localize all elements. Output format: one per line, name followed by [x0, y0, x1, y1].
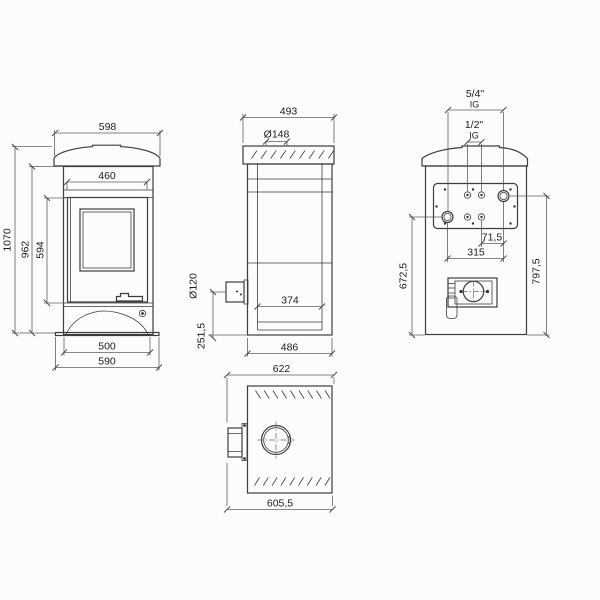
back-dim-left-height: 672,5 [398, 263, 410, 289]
front-body-outline [62, 165, 154, 336]
fan-bolt [459, 289, 463, 294]
small-connection-ring [477, 191, 486, 199]
front-floor-plate [54, 331, 160, 337]
bottom-rear-flue-stub [227, 427, 243, 458]
front-dim-base-width: 590 [98, 356, 116, 368]
front-base-arch-cutout [65, 310, 149, 335]
front-glass-window-inner [82, 211, 132, 269]
small-connection-hole [466, 215, 469, 219]
large-thread-connections [441, 189, 510, 224]
screw-dot [471, 222, 475, 225]
front-dim-top-width: 598 [99, 121, 117, 133]
side-flue-bolt-dot [236, 290, 238, 293]
side-rear-flue-flange [243, 279, 249, 305]
bottom-rear-flue-walls [228, 433, 242, 452]
front-dim-inner-width: 460 [98, 170, 116, 182]
large-connection-inner [443, 212, 452, 221]
front-door-handle [115, 292, 144, 302]
front-dim-base-inner-width: 500 [98, 341, 116, 353]
back-fan-centerlines [461, 280, 486, 303]
side-extension-lines [208, 114, 335, 357]
bottom-flue-clamp-marks [287, 436, 292, 444]
bottom-body-outline [246, 385, 333, 494]
bottom-flue-centerlines [257, 421, 295, 459]
front-extension-lines [12, 130, 161, 371]
bottom-front-hatching [255, 390, 331, 399]
back-arch-outline [421, 145, 529, 167]
back-view: 5/4" IG 1/2" IG 71,5 315 672,5 797,5 [398, 88, 550, 339]
front-base-band-lines [63, 302, 153, 307]
side-body-outline [246, 163, 333, 336]
large-connection-inner [499, 191, 508, 200]
back-dim-right-height: 797,5 [531, 258, 543, 284]
bottom-rear-flue-flange [241, 423, 248, 461]
side-dim-chamber-depth: 374 [281, 295, 299, 307]
small-connection-hole [480, 215, 483, 219]
back-dim-small-thread: 1/2" [465, 119, 484, 131]
panel-screw-dots [435, 188, 516, 225]
screw-dot [443, 188, 447, 191]
front-arch-outline [53, 144, 161, 167]
back-connection-panel [432, 182, 519, 230]
front-dim-overall-height: 1070 [2, 228, 14, 252]
side-dim-flue-diameter: Ø148 [264, 129, 290, 141]
back-dim-connection-span: 315 [467, 247, 485, 259]
side-dim-base-depth: 486 [281, 342, 299, 354]
front-top-band-lines [63, 189, 153, 198]
small-connection-hole [480, 193, 483, 197]
screw-dot [435, 205, 438, 208]
small-thread-connections [463, 191, 486, 221]
front-key-knob-ring [138, 309, 147, 318]
screw-dot [509, 188, 512, 191]
side-dim-rear-flue-diameter: Ø120 [188, 273, 200, 299]
back-dim-small-thread-unit: IG [469, 131, 479, 141]
side-view: 493 Ø148 374 486 Ø120 251,5 [188, 106, 338, 357]
side-inner-wall-lines [247, 164, 332, 331]
back-body-outline [424, 165, 528, 336]
screw-dot [513, 205, 516, 208]
back-hinge-lines [448, 283, 455, 299]
side-top-plate-hatching [251, 150, 335, 159]
back-dim-connection-offset: 71,5 [482, 232, 503, 244]
front-dim-body-height: 962 [20, 241, 32, 259]
flange-bolt [243, 424, 246, 427]
front-dim-door-height: 594 [35, 241, 47, 259]
bottom-rear-hatching [254, 477, 331, 486]
front-key-knob [141, 312, 144, 315]
bottom-dim-body-depth: 605,5 [267, 498, 293, 510]
side-rear-flue-stub [225, 281, 245, 303]
front-glass-window-outer [79, 208, 135, 272]
screw-dot [471, 188, 475, 191]
back-fan-box-outer [447, 277, 498, 308]
fan-bolt [485, 289, 490, 294]
back-dim-large-thread-unit: IG [470, 100, 480, 110]
large-connection-outer [441, 210, 454, 224]
back-dim-large-thread: 5/4" [466, 88, 485, 100]
back-extension-lines [409, 112, 550, 336]
bottom-dim-overall-depth: 622 [273, 363, 291, 375]
flange-bolt [243, 457, 246, 460]
side-top-plate [242, 145, 335, 165]
bottom-extension-lines [226, 377, 335, 506]
side-dim-top-depth: 493 [280, 106, 298, 118]
small-connection-hole [466, 193, 469, 197]
bottom-flue-collar-inner [263, 427, 289, 453]
front-view: 598 460 1070 962 594 500 590 [2, 121, 164, 371]
small-connection-ring [477, 213, 486, 221]
back-bottom-bracket [446, 295, 458, 319]
screw-dot [509, 222, 512, 225]
side-dim-rear-flue-height: 251,5 [196, 323, 208, 349]
small-connection-ring [463, 191, 472, 199]
side-flue-bolt-dot [240, 293, 242, 296]
large-connection-outer [497, 189, 510, 203]
small-connection-ring [463, 213, 472, 221]
screw-dot [443, 222, 447, 225]
front-door-frame [66, 196, 149, 303]
bottom-view: 622 605,5 [223, 363, 338, 513]
